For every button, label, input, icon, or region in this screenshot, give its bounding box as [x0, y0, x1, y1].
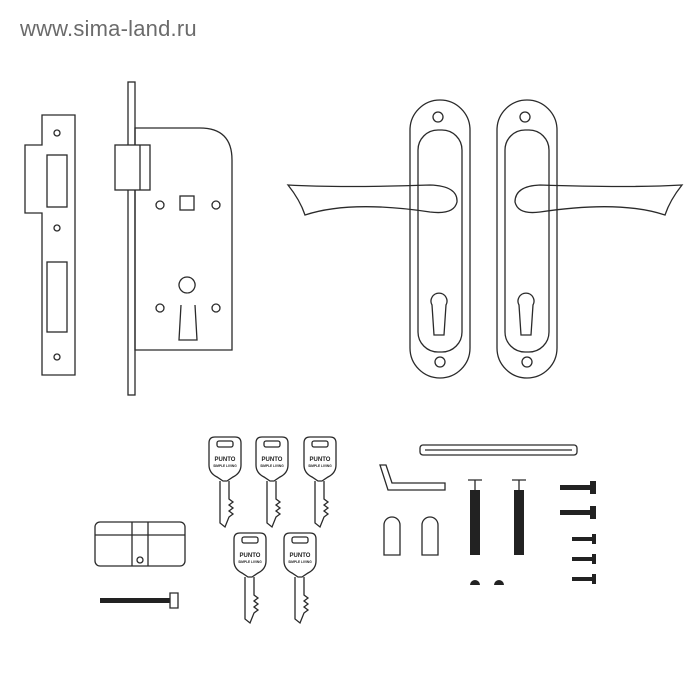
screws — [560, 481, 596, 584]
watermark-text: www.sima-land.ru — [20, 16, 197, 41]
spindle — [419, 444, 578, 456]
keys-group: PUNTO SIMPLE LIVING PUNTO SIMPLE LIVING … — [208, 436, 337, 625]
through-bolts — [468, 479, 526, 585]
handle-left — [286, 99, 471, 379]
key-brand-text: PUNTO — [290, 553, 311, 559]
key: PUNTO SIMPLE LIVING — [233, 532, 267, 625]
key: PUNTO SIMPLE LIVING — [208, 436, 242, 529]
key-slogan-text: SIMPLE LIVING — [288, 560, 312, 564]
key-slogan-text: SIMPLE LIVING — [260, 464, 284, 468]
mortise-lock-body — [114, 81, 233, 396]
key-slogan-text: SIMPLE LIVING — [213, 464, 237, 468]
strike-plate — [24, 114, 76, 376]
cylinder-screw — [100, 592, 179, 609]
key: PUNTO SIMPLE LIVING — [255, 436, 289, 529]
key-brand-text: PUNTO — [310, 457, 331, 463]
key: PUNTO SIMPLE LIVING — [283, 532, 317, 625]
handle-bushings — [383, 516, 439, 556]
key-slogan-text: SIMPLE LIVING — [238, 560, 262, 564]
key-slogan-text: SIMPLE LIVING — [308, 464, 332, 468]
hex-key — [379, 464, 446, 491]
key: PUNTO SIMPLE LIVING — [303, 436, 337, 529]
handle-right — [496, 99, 684, 379]
key-brand-text: PUNTO — [262, 457, 283, 463]
key-brand-text: PUNTO — [240, 553, 261, 559]
euro-cylinder — [94, 521, 186, 567]
key-brand-text: PUNTO — [215, 457, 236, 463]
